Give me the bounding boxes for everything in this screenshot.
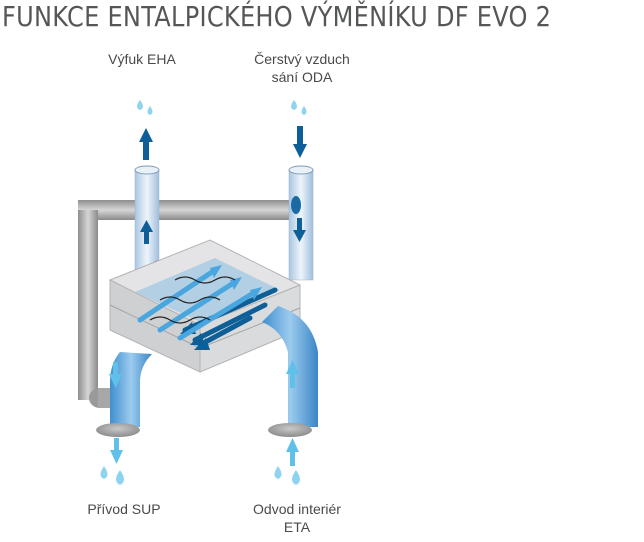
- label-sup: Přívod SUP: [87, 501, 161, 517]
- flow-wavy-lines: [149, 276, 236, 324]
- arrow-down-oda-inner: [293, 218, 306, 242]
- arrow-up-eha-inner: [140, 220, 153, 244]
- pipe-eha: [134, 165, 170, 276]
- arrow-down-sup-out: [110, 438, 123, 464]
- arrow-up-eta-in: [286, 438, 299, 466]
- flange-sup: [96, 423, 140, 437]
- pipe-sup: [110, 352, 152, 427]
- droplet-icon-oda: [291, 100, 307, 115]
- heat-exchanger-block: [108, 239, 302, 373]
- label-oda-line1: Čerstvý vzduch: [254, 51, 350, 67]
- droplet-icon-sup: [100, 466, 124, 485]
- pipe-oda: [288, 165, 314, 281]
- flange-eta: [268, 423, 312, 437]
- label-eta-line2: ETA: [283, 519, 311, 535]
- page-title: FUNKCE ENTALPICKÉHO VÝMĚNÍKU DF EVO 2: [2, 0, 552, 33]
- gray-bypass-pipe: [78, 200, 298, 408]
- label-oda-line2: sání ODA: [271, 69, 333, 85]
- droplet-icon-eta: [274, 466, 300, 485]
- arrow-down-oda: [293, 126, 307, 158]
- label-eta-line1: Odvod interiér: [253, 501, 341, 517]
- arrow-up-eha: [139, 128, 153, 160]
- label-eha: Výfuk EHA: [108, 51, 176, 67]
- arrow-up-eta: [286, 360, 299, 388]
- arrow-down-sup: [109, 362, 122, 388]
- flow-arrowheads-light: [210, 265, 262, 300]
- droplet-icon-eha: [137, 100, 153, 115]
